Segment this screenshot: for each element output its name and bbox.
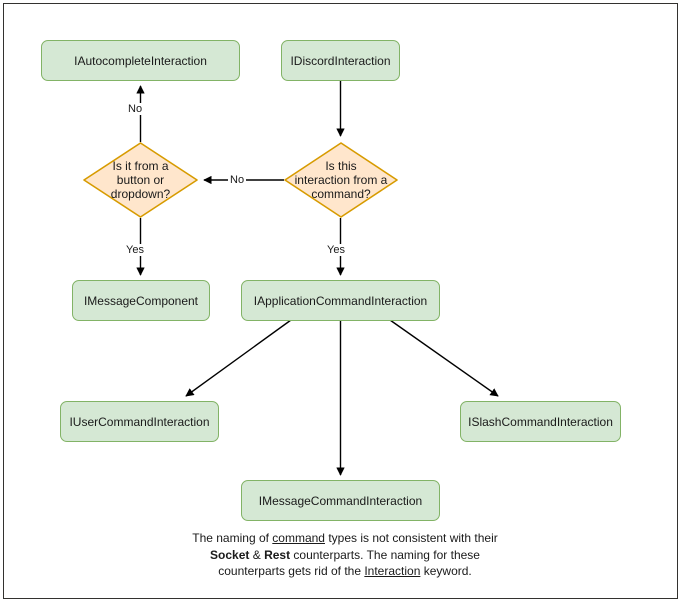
edge-appcommand-to-usercommand (185, 319, 292, 397)
node-label: IMessageCommandInteraction (258, 493, 423, 508)
footer-line-3: counterparts gets rid of the Interaction… (218, 564, 472, 578)
edge-label-button-yes: Yes (124, 244, 146, 256)
decision-is-it-from-button-or-dropdown[interactable]: Is it from a button or dropdown? (83, 142, 198, 218)
node-label: IApplicationCommandInteraction (253, 293, 428, 308)
node-user-command-interaction[interactable]: IUserCommandInteraction (60, 401, 219, 442)
node-message-command-interaction[interactable]: IMessageCommandInteraction (241, 480, 440, 521)
node-application-command-interaction[interactable]: IApplicationCommandInteraction (241, 280, 440, 321)
edge-label-button-no: No (126, 103, 145, 115)
footer-bold-rest: Rest (264, 547, 291, 562)
node-label: IMessageComponent (83, 293, 199, 308)
footer-line-1: The naming of command types is not consi… (192, 531, 497, 545)
decision-label: Is this interaction from a command? (294, 159, 388, 201)
diamond-shape (284, 142, 398, 218)
footer-underlined-command: command (272, 531, 325, 545)
footer-underlined-interaction: Interaction (364, 564, 421, 578)
footer-text: counterparts. The naming for these (290, 547, 480, 562)
diamond-shape (83, 142, 198, 218)
footer-text: & (249, 547, 265, 562)
node-discord-interaction[interactable]: IDiscordInteraction (281, 40, 400, 81)
node-label: IAutocompleteInteraction (74, 53, 207, 68)
footer-text: keyword. (420, 564, 472, 578)
node-label: IDiscordInteraction (290, 53, 391, 68)
footer-text: counterparts gets rid of the (218, 564, 365, 578)
decision-is-this-interaction-from-command[interactable]: Is this interaction from a command? (284, 142, 398, 218)
node-label: IUserCommandInteraction (69, 414, 210, 429)
footer-bold-socket: Socket (210, 547, 250, 562)
node-label: ISlashCommandInteraction (468, 414, 613, 429)
decision-label: Is it from a button or dropdown? (110, 159, 171, 201)
node-autocomplete-interaction[interactable]: IAutocompleteInteraction (41, 40, 240, 81)
footer-note: The naming of command types is not consi… (150, 530, 540, 580)
node-message-component[interactable]: IMessageComponent (72, 280, 210, 321)
footer-line-2: Socket & Rest counterparts. The naming f… (210, 548, 480, 562)
edge-label-command-no: No (228, 174, 247, 186)
footer-text: The naming of (192, 531, 273, 545)
edge-label-command-yes: Yes (325, 244, 347, 256)
edge-appcommand-to-slashcommand (389, 319, 499, 397)
node-slash-command-interaction[interactable]: ISlashCommandInteraction (460, 401, 621, 442)
footer-text: types is not consistent with their (324, 531, 498, 545)
